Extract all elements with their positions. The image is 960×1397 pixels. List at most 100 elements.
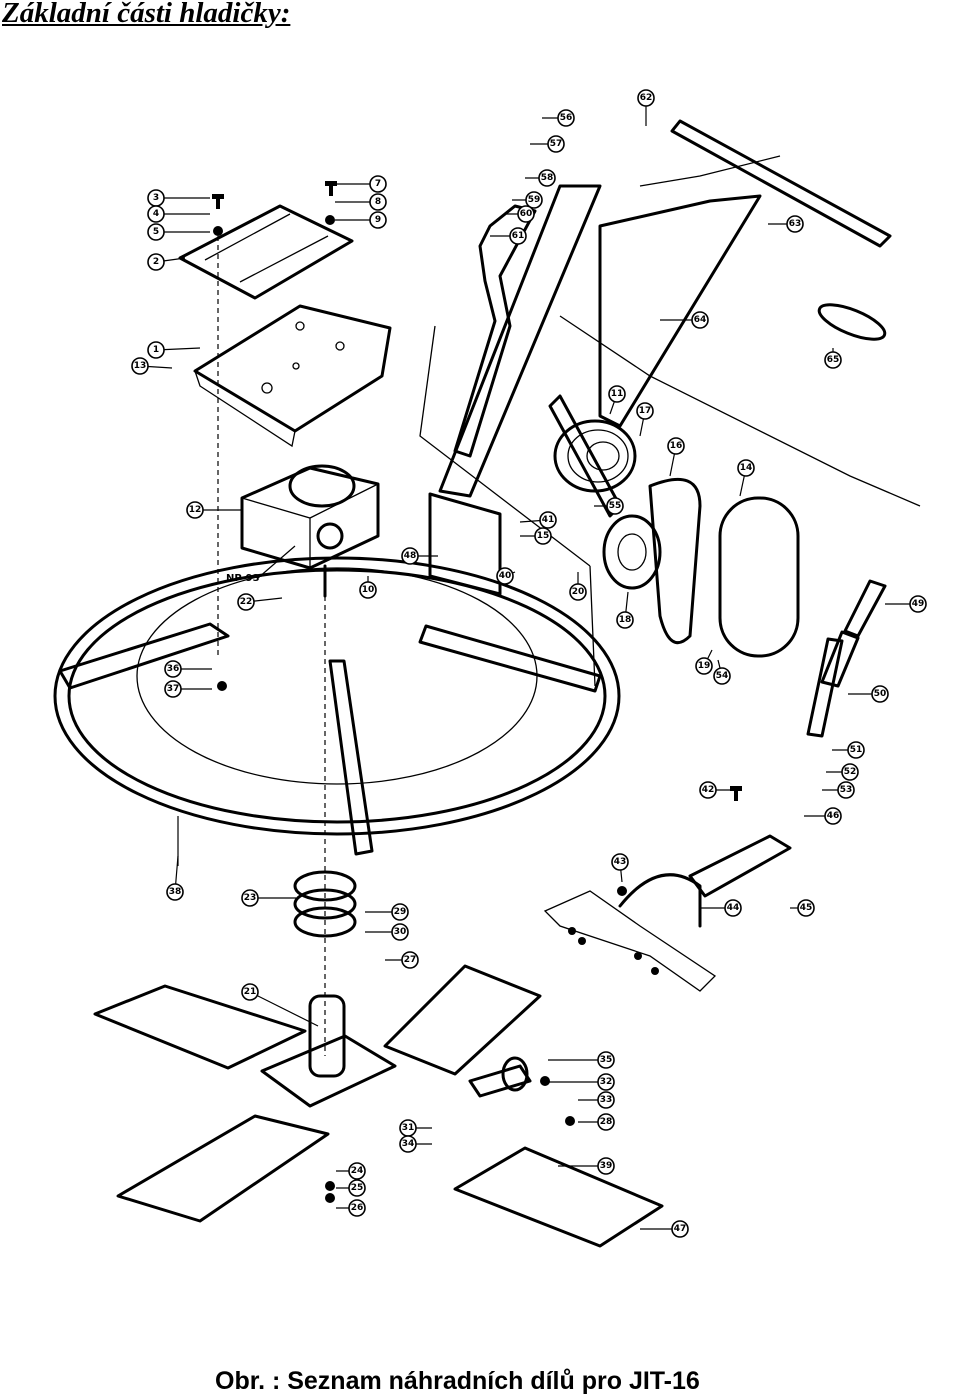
- svg-text:26: 26: [351, 1203, 364, 1213]
- svg-text:55: 55: [609, 501, 622, 511]
- svg-text:47: 47: [674, 1224, 687, 1234]
- diagram-linework: [53, 119, 921, 1248]
- svg-text:40: 40: [499, 571, 512, 581]
- callout-layer: 3452789113122236373823293027212425263134…: [131, 89, 927, 1238]
- svg-text:41: 41: [542, 515, 555, 525]
- callout-12: 12: [186, 501, 242, 519]
- callout-58: 58: [525, 169, 556, 187]
- callout-34: 34: [399, 1135, 432, 1153]
- svg-text:12: 12: [189, 505, 202, 515]
- callout-20: 20: [569, 572, 587, 601]
- svg-text:42: 42: [702, 785, 715, 795]
- svg-text:32: 32: [600, 1077, 613, 1087]
- callout-50: 50: [848, 685, 889, 703]
- callout-57: 57: [530, 135, 565, 153]
- callout-9: 9: [335, 211, 387, 229]
- callout-18: 18: [616, 591, 634, 629]
- svg-text:53: 53: [840, 785, 853, 795]
- svg-text:16: 16: [670, 441, 683, 451]
- svg-text:43: 43: [614, 857, 627, 867]
- svg-text:19: 19: [698, 661, 711, 671]
- callout-41: 41: [519, 511, 557, 529]
- svg-text:49: 49: [912, 599, 925, 609]
- svg-text:5: 5: [153, 227, 159, 237]
- svg-text:63: 63: [789, 219, 802, 229]
- svg-text:10: 10: [362, 585, 375, 595]
- svg-text:64: 64: [694, 315, 707, 325]
- svg-text:22: 22: [240, 597, 253, 607]
- callout-31: 31: [399, 1119, 432, 1137]
- callout-27: 27: [385, 951, 419, 969]
- callout-19: 19: [695, 649, 713, 675]
- svg-text:9: 9: [375, 215, 381, 225]
- callout-16: 16: [667, 437, 685, 477]
- svg-text:38: 38: [169, 887, 182, 897]
- svg-text:54: 54: [716, 671, 729, 681]
- callout-2: 2: [147, 253, 186, 271]
- callout-65: 65: [824, 348, 842, 369]
- svg-text:48: 48: [404, 551, 417, 561]
- callout-30: 30: [365, 923, 409, 941]
- callout-32: 32: [548, 1073, 615, 1091]
- svg-text:20: 20: [572, 587, 585, 597]
- callout-29: 29: [365, 903, 409, 921]
- svg-text:24: 24: [351, 1166, 364, 1176]
- callout-22: 22: [237, 593, 283, 611]
- svg-text:11: 11: [611, 389, 624, 399]
- callout-53: 53: [822, 781, 855, 799]
- svg-text:36: 36: [167, 664, 180, 674]
- page-heading: Základní části hladičky:: [2, 0, 291, 29]
- svg-text:30: 30: [394, 927, 407, 937]
- callout-51: 51: [832, 741, 865, 759]
- svg-text:59: 59: [528, 195, 541, 205]
- svg-text:65: 65: [827, 355, 840, 365]
- svg-text:57: 57: [550, 139, 563, 149]
- callout-28: 28: [578, 1113, 615, 1131]
- callout-54: 54: [713, 659, 731, 685]
- svg-text:56: 56: [560, 113, 573, 123]
- callout-24: 24: [336, 1162, 366, 1180]
- svg-text:45: 45: [800, 903, 813, 913]
- svg-text:34: 34: [402, 1139, 415, 1149]
- callout-33: 33: [578, 1091, 615, 1109]
- callout-17: 17: [636, 402, 654, 437]
- callout-46: 46: [804, 807, 842, 825]
- callout-26: 26: [336, 1199, 366, 1217]
- svg-text:14: 14: [740, 463, 753, 473]
- callout-52: 52: [826, 763, 859, 781]
- callout-59: 59: [512, 191, 543, 209]
- svg-text:29: 29: [394, 907, 407, 917]
- svg-text:58: 58: [541, 173, 554, 183]
- callout-8: 8: [335, 193, 387, 211]
- callout-23: 23: [241, 889, 296, 907]
- callout-35: 35: [548, 1051, 615, 1069]
- callout-37: 37: [164, 680, 212, 698]
- callout-63: 63: [768, 215, 804, 233]
- callout-13: 13: [131, 357, 173, 375]
- callout-10: 10: [359, 576, 377, 599]
- callout-42: 42: [699, 781, 730, 799]
- svg-text:33: 33: [600, 1095, 613, 1105]
- callout-36: 36: [164, 660, 212, 678]
- callout-48: 48: [401, 547, 438, 565]
- callout-7: 7: [335, 175, 387, 193]
- svg-text:44: 44: [727, 903, 740, 913]
- part-label-np93: NP-93: [226, 573, 260, 584]
- svg-text:15: 15: [537, 531, 550, 541]
- callout-11: 11: [608, 385, 626, 415]
- callout-60: 60: [505, 205, 535, 223]
- svg-text:60: 60: [520, 209, 533, 219]
- exploded-parts-diagram: NP-93 3452789113122236373823293027212425…: [53, 89, 927, 1248]
- callout-40: 40: [496, 567, 516, 585]
- figure-caption: Obr. : Seznam náhradních dílů pro JIT-16: [215, 1367, 700, 1395]
- callout-15: 15: [520, 527, 552, 545]
- callout-43: 43: [611, 853, 629, 883]
- svg-text:62: 62: [640, 93, 653, 103]
- svg-text:37: 37: [167, 684, 180, 694]
- callout-14: 14: [737, 459, 755, 497]
- svg-text:7: 7: [375, 179, 381, 189]
- svg-text:61: 61: [512, 231, 525, 241]
- svg-text:35: 35: [600, 1055, 613, 1065]
- callout-1: 1: [147, 341, 201, 359]
- svg-text:28: 28: [600, 1117, 613, 1127]
